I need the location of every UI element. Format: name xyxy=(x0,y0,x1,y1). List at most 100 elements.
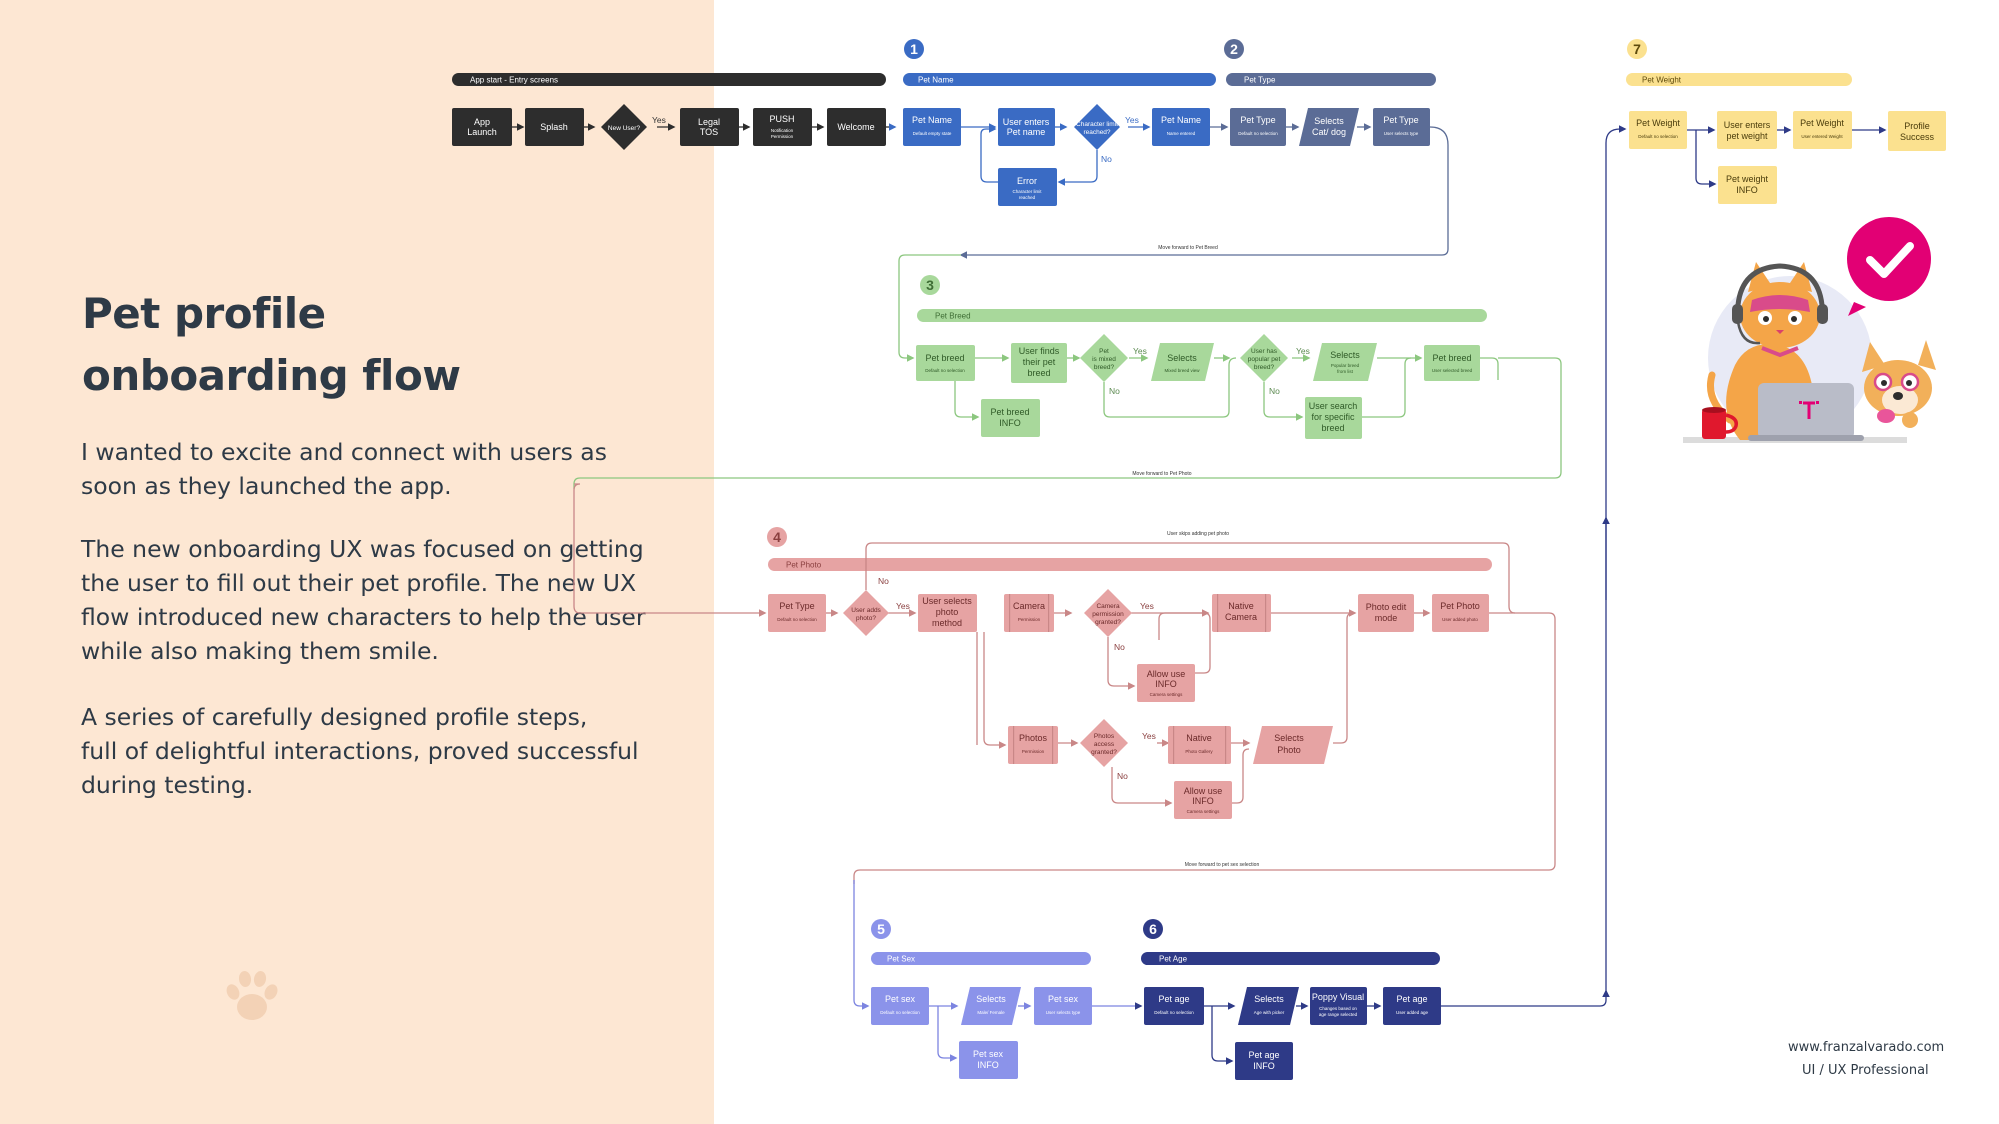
camera-text: Camera xyxy=(1013,601,1045,611)
p3-line-1: A series of carefully designed profile s… xyxy=(81,703,588,731)
step-3-badge xyxy=(920,275,940,295)
step-2-number: 2 xyxy=(1230,41,1238,57)
pet-sex-section-bar xyxy=(871,952,1091,965)
step-4-number: 4 xyxy=(773,529,781,545)
pet-weight-done-text: Pet Weight xyxy=(1800,118,1844,128)
selects-cat-dog-1: Selects xyxy=(1314,116,1344,126)
pet-age-done-node xyxy=(1383,987,1441,1025)
allow-cam-sub: Camera settings xyxy=(1150,692,1184,697)
pet-sex-done-sub: User selects type xyxy=(1046,1010,1081,1015)
photo-pet-type-sub: Default no selection xyxy=(777,617,817,622)
p2-line-4: while also making them smile. xyxy=(81,637,439,665)
pet-photo-node xyxy=(1432,594,1489,632)
step-1-number: 1 xyxy=(910,41,918,57)
push-text: PUSH xyxy=(769,114,794,124)
user-search-1: User search xyxy=(1309,401,1358,411)
step-6-badge xyxy=(1143,919,1163,939)
allow-photo-2: INFO xyxy=(1192,796,1214,806)
pet-weight-done-sub: User entered Weight xyxy=(1801,134,1843,139)
pet-weight-done-node xyxy=(1793,111,1852,149)
char-limit-no: No xyxy=(1101,154,1112,164)
pet-age-done-sub: User added age xyxy=(1396,1010,1429,1015)
move-to-breed-text: Move forward to Pet Breed xyxy=(1158,245,1218,251)
pet-type-sub: Default no selection xyxy=(1238,131,1278,136)
p2-line-3: flow introduced new characters to help t… xyxy=(81,603,646,631)
legal-text-1: Legal xyxy=(698,117,720,127)
age-info-1: Pet age xyxy=(1248,1050,1279,1060)
allow-cam-2: INFO xyxy=(1155,679,1177,689)
pet-sex-section-label: Pet Sex xyxy=(887,955,915,964)
selects-method-node xyxy=(918,594,977,632)
cam-perm-yes: Yes xyxy=(1140,601,1154,611)
photos-perm-yes: Yes xyxy=(1142,731,1156,741)
selects-popular-sub-2: from list xyxy=(1337,369,1353,374)
mixed-text-2: is mixed xyxy=(1092,356,1116,363)
step-3-number: 3 xyxy=(926,277,934,293)
selects-popular-node xyxy=(1313,343,1377,381)
selects-cat-dog-node xyxy=(1299,108,1359,146)
poppy-text: Poppy Visual xyxy=(1312,992,1364,1002)
entry-yes-label: Yes xyxy=(652,115,666,125)
pet-sex-done-text: Pet sex xyxy=(1048,994,1079,1004)
check-badge-icon xyxy=(1847,217,1931,316)
step-7-number: 7 xyxy=(1633,41,1641,57)
legal-tos-node xyxy=(680,108,739,146)
selects-photo-2: Photo xyxy=(1277,745,1301,755)
pet-breed-done-text: Pet breed xyxy=(1432,353,1471,363)
cam-perm-no: No xyxy=(1114,642,1125,652)
pet-breed-sub: Default no selection xyxy=(925,368,965,373)
p3-line-2: full of delightful interactions, proved … xyxy=(81,737,639,765)
mixed-no: No xyxy=(1109,386,1120,396)
selects-method-3: method xyxy=(932,618,962,628)
step-7-badge xyxy=(1627,39,1647,59)
website-link[interactable]: www.franzalvarado.com xyxy=(1788,1040,1945,1055)
move-to-photo-text: Move forward to Pet Photo xyxy=(1132,471,1191,477)
pet-name-done-text: Pet Name xyxy=(1161,115,1201,125)
selects-method-1: User selects xyxy=(922,596,972,606)
p3-line-3: during testing. xyxy=(81,771,254,799)
mixed-yes: Yes xyxy=(1133,346,1147,356)
char-limit-yes: Yes xyxy=(1125,115,1139,125)
photos-sub: Permission xyxy=(1022,749,1045,754)
pet-name-done-sub: Name entered xyxy=(1167,131,1196,136)
pet-sex-done-node xyxy=(1034,987,1092,1025)
char-limit-text-1: Character limit xyxy=(1076,121,1118,128)
role-caption: UI / UX Professional xyxy=(1802,1063,1929,1078)
welcome-node xyxy=(827,108,886,146)
pet-breed-node xyxy=(916,345,975,381)
push-node xyxy=(753,108,812,146)
error-sub-1: Character limit xyxy=(1012,189,1042,194)
intro-paragraph-1: I wanted to excite and connect with user… xyxy=(81,435,607,503)
profile-success-node xyxy=(1888,111,1946,151)
camera-node-edge-right xyxy=(1048,594,1050,632)
native-gallery-sub: Photo Gallery xyxy=(1185,749,1213,754)
selects-popular-sub-1: Popular breed xyxy=(1331,363,1360,368)
step-5-pet-sex: 5 Pet Sex Pet sex Default no selection S… xyxy=(853,880,1143,1079)
cam-perm-3: granted? xyxy=(1095,619,1121,626)
step-1-badge xyxy=(904,39,924,59)
p2-line-1: The new onboarding UX was focused on get… xyxy=(81,535,644,563)
user-finds-3: breed xyxy=(1027,368,1050,378)
p1-line-2: soon as they launched the app. xyxy=(81,472,452,500)
p2-line-2: the user to fill out their pet profile. … xyxy=(81,569,637,597)
pet-name-text: Pet Name xyxy=(912,115,952,125)
char-limit-decision xyxy=(1074,104,1120,150)
selects-sex-text: Selects xyxy=(976,994,1006,1004)
step-4-badge xyxy=(767,527,787,547)
camera-permission-decision xyxy=(1084,589,1132,637)
splash-text: Splash xyxy=(540,122,568,132)
entry-section: App start - Entry screens Yes App Launch… xyxy=(452,73,897,150)
pet-weight-sub: Default no selection xyxy=(1638,134,1678,139)
pet-name-section-label: Pet Name xyxy=(918,76,954,85)
popular-text-2: popular pet xyxy=(1248,356,1281,363)
pet-sex-text: Pet sex xyxy=(885,994,916,1004)
allow-photo-1: Allow use xyxy=(1184,786,1223,796)
selects-method-2: photo xyxy=(936,607,959,617)
selects-age-sub: Age with picker xyxy=(1254,1010,1285,1015)
selects-age-node xyxy=(1238,987,1299,1025)
pet-breed-done-sub: User selected breed xyxy=(1432,368,1473,373)
legal-text-2: TOS xyxy=(700,127,718,137)
pet-weight-info-node xyxy=(1718,166,1777,204)
pet-age-sub: Default no selection xyxy=(1154,1010,1194,1015)
